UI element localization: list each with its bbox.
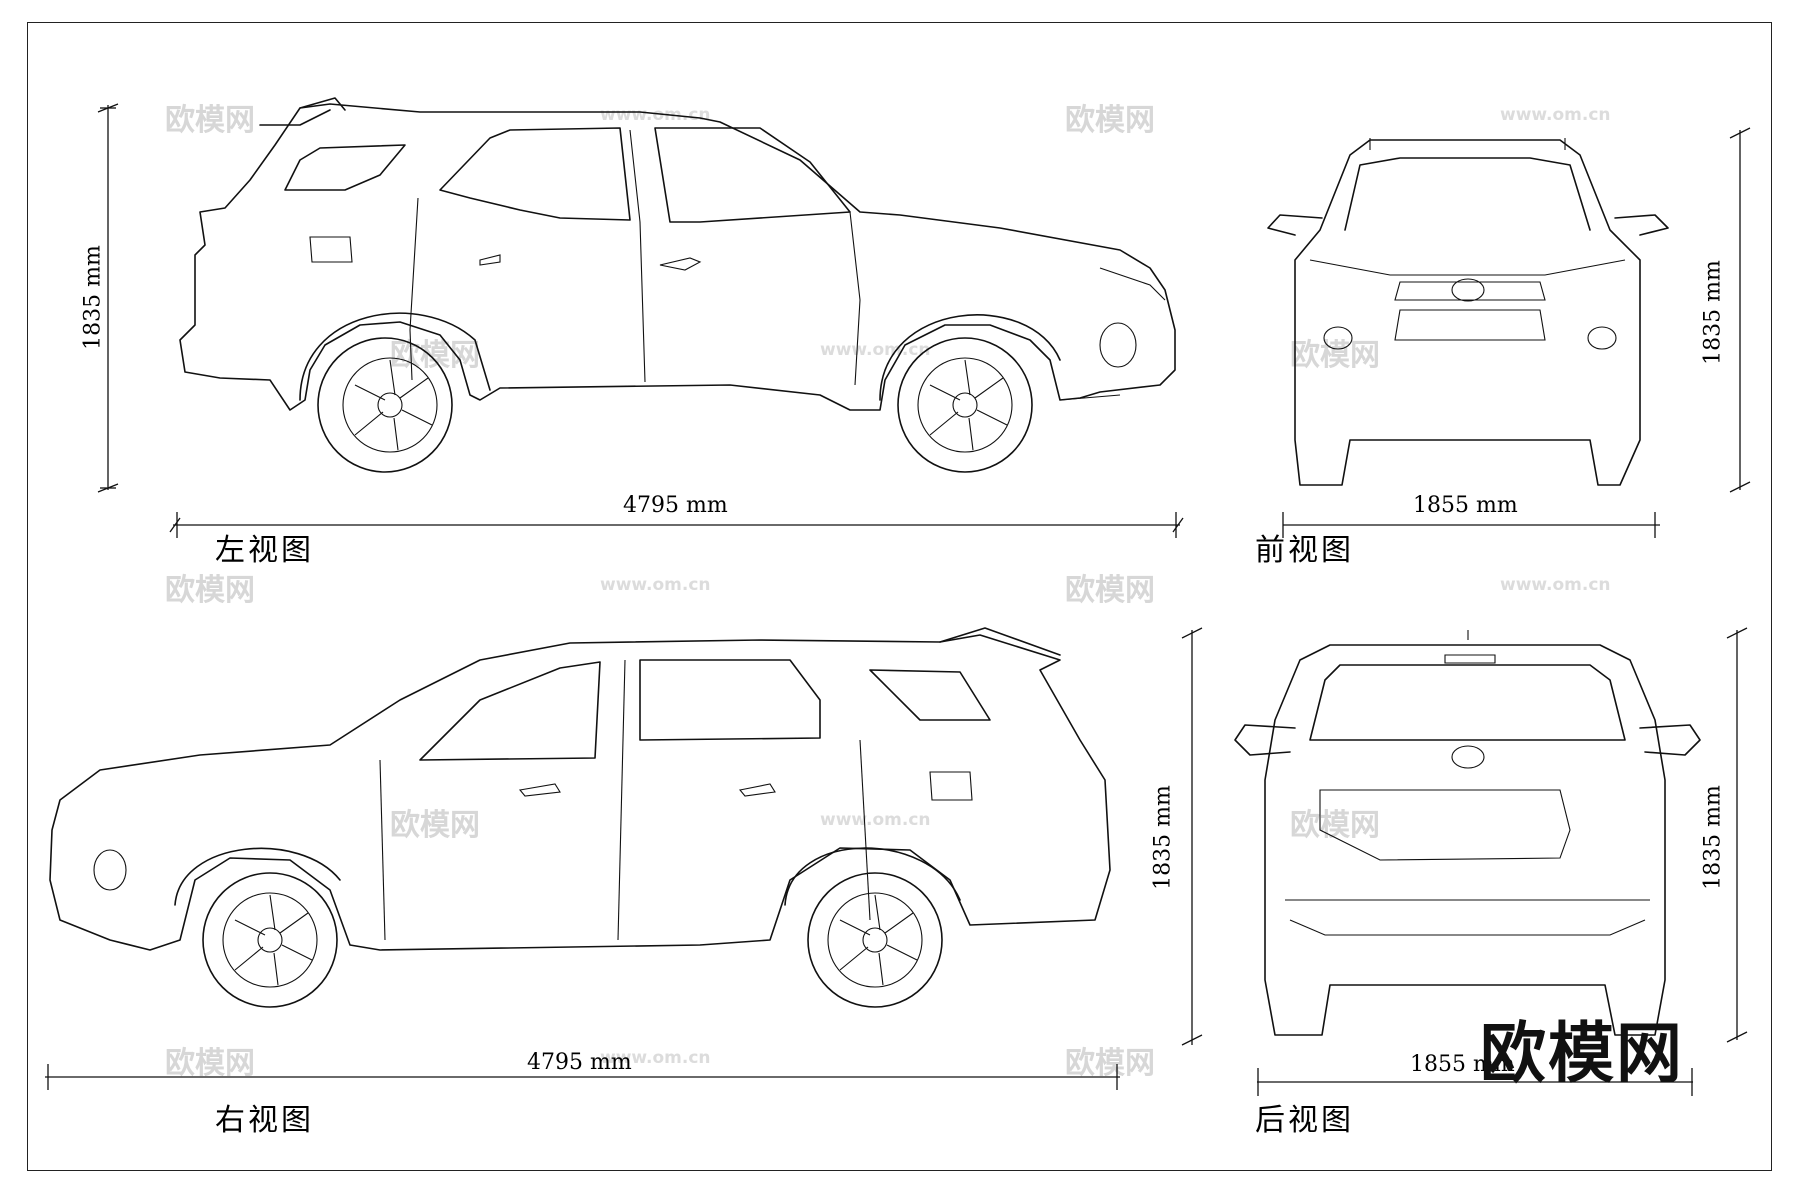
right-view-length-dimension: 4795 mm bbox=[527, 1050, 632, 1075]
watermark-url: www.om.cn bbox=[820, 340, 931, 360]
left-view-drawing bbox=[97, 97, 1184, 538]
watermark-text: 欧模网 bbox=[1065, 103, 1155, 138]
right-view-height-dimension: 1835 mm bbox=[1150, 785, 1176, 890]
brand-watermark: 欧模网 bbox=[1480, 1015, 1684, 1092]
watermark-text: 欧模网 bbox=[390, 338, 480, 373]
watermark-url: www.om.cn bbox=[600, 105, 711, 125]
watermark-text: 欧模网 bbox=[1065, 1046, 1155, 1081]
right-view-label: 右视图 bbox=[215, 1103, 314, 1138]
front-view-width-dimension: 1855 mm bbox=[1413, 493, 1518, 518]
watermark-text: 欧模网 bbox=[1065, 573, 1155, 608]
watermark-url: www.om.cn bbox=[600, 575, 711, 595]
left-view-height-dimension: 1835 mm bbox=[80, 245, 106, 350]
left-view-length-dimension: 4795 mm bbox=[623, 493, 728, 518]
watermark-text: 欧模网 bbox=[390, 808, 480, 843]
watermark-url: www.om.cn bbox=[600, 1048, 711, 1068]
watermark-url: www.om.cn bbox=[1500, 575, 1611, 595]
watermark-text: 欧模网 bbox=[165, 103, 255, 138]
left-view-label: 左视图 bbox=[215, 533, 314, 568]
watermark-text: 欧模网 bbox=[165, 573, 255, 608]
watermark-text: 欧模网 bbox=[165, 1046, 255, 1081]
drawing-frame bbox=[27, 22, 1772, 1171]
rear-view-height-dimension: 1835 mm bbox=[1700, 785, 1726, 890]
rear-view-label: 后视图 bbox=[1255, 1103, 1354, 1138]
front-view-height-dimension: 1835 mm bbox=[1700, 260, 1726, 365]
front-view-label: 前视图 bbox=[1255, 533, 1354, 568]
front-view-drawing bbox=[1267, 127, 1751, 538]
watermark-text: 欧模网 bbox=[1290, 338, 1380, 373]
rear-view-width-dimension: 1855 mm bbox=[1410, 1052, 1515, 1077]
watermark-url: www.om.cn bbox=[1500, 105, 1611, 125]
rear-view-drawing bbox=[1234, 627, 1748, 1096]
watermark-url: www.om.cn bbox=[820, 810, 931, 830]
right-view-drawing bbox=[45, 627, 1203, 1090]
